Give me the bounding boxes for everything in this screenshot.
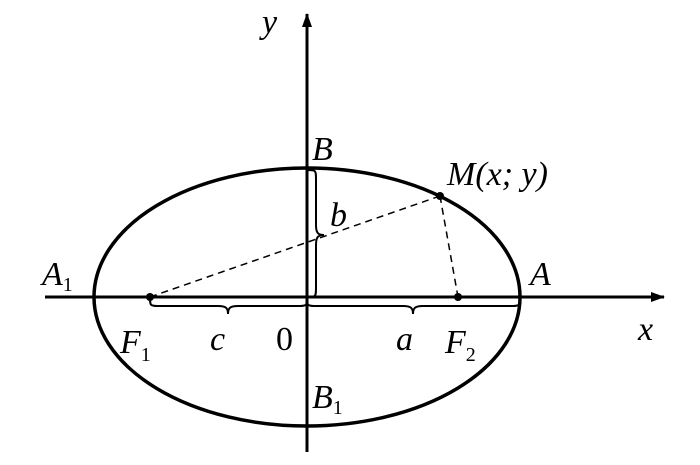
focus-f1-label: F1 — [119, 324, 151, 366]
point-f2 — [454, 293, 462, 301]
focal-radius-f2-m — [439, 195, 459, 298]
vertex-b1-label: B1 — [312, 379, 343, 419]
vertex-a1-label: A1 — [40, 256, 73, 296]
brace-b — [306, 169, 325, 298]
focal-radius-f1-m — [149, 195, 441, 298]
segment-c-label: c — [210, 321, 225, 358]
segment-a-label: a — [396, 321, 413, 358]
vertex-b-label: B — [312, 131, 333, 168]
origin-label: 0 — [276, 321, 293, 358]
vertex-a-label: A — [528, 256, 551, 293]
focus-f2-label: F2 — [444, 324, 476, 366]
brace-c — [149, 296, 308, 315]
brace-a — [306, 296, 521, 315]
y-axis-label: y — [259, 4, 278, 41]
point-m — [436, 192, 444, 200]
segment-b-label: b — [330, 197, 347, 234]
point-m-label: M(x; y) — [446, 156, 548, 193]
x-axis-label: x — [637, 311, 653, 348]
